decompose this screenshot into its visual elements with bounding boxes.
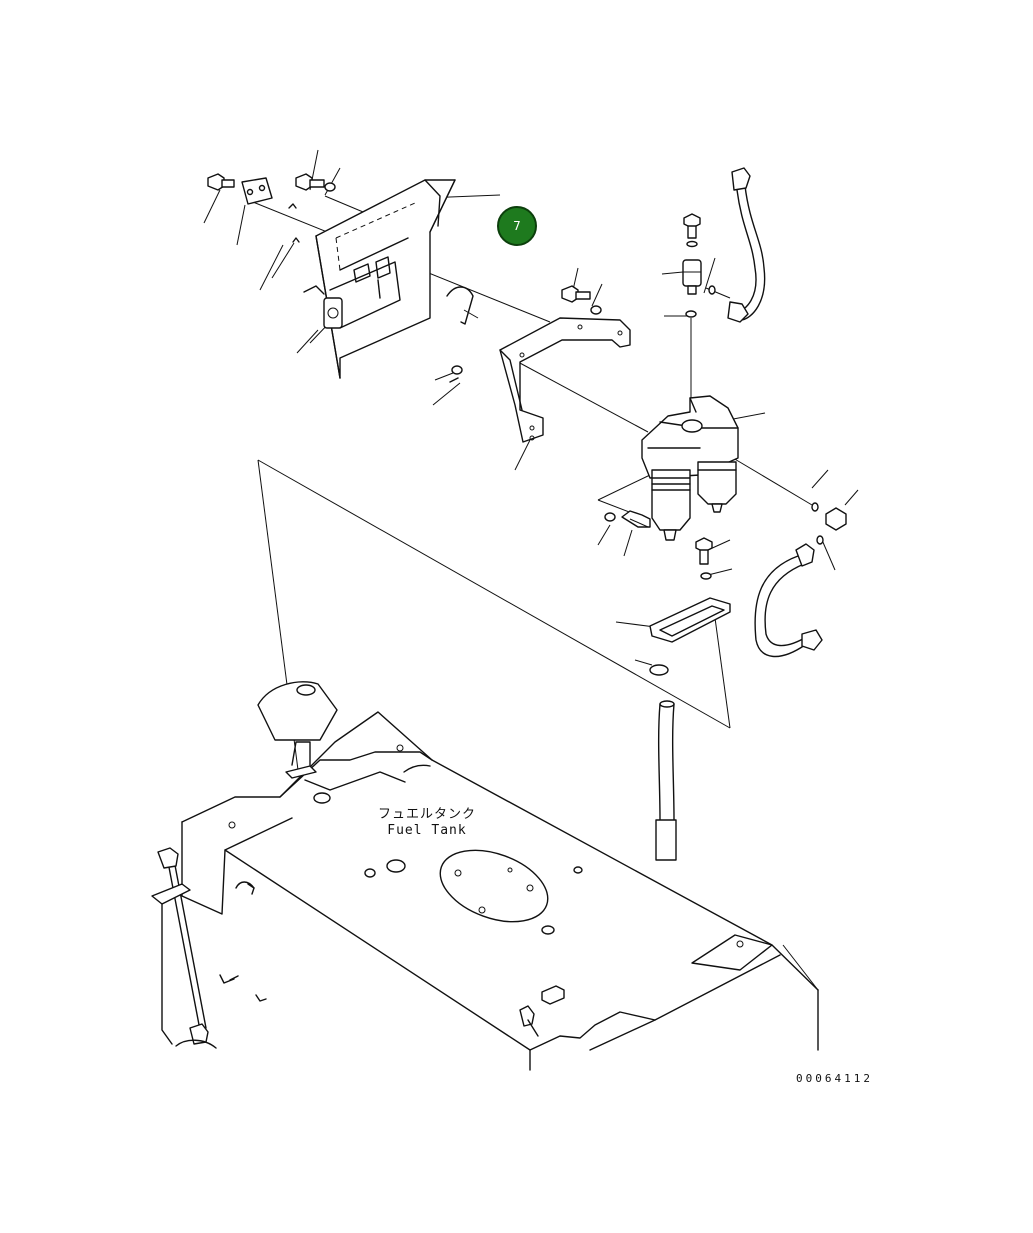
filter-tray — [650, 538, 730, 642]
filter-fittings — [683, 214, 846, 544]
page-callout-badge[interactable]: 7 — [497, 206, 537, 246]
filter-shroud — [304, 180, 455, 378]
fuel-level-sender — [152, 848, 538, 1048]
fuel-tank-label-english: Fuel Tank — [387, 823, 467, 838]
fuel-filter-assembly — [605, 396, 738, 540]
mounting-bracket — [500, 286, 630, 442]
upper-fasteners — [208, 174, 473, 382]
leader-lines — [204, 150, 858, 665]
fuel-hoses — [650, 168, 822, 860]
fuel-tank — [182, 682, 818, 1070]
drawing-number: 00064112 — [796, 1072, 873, 1085]
fuel-tank-label-japanese: フュエルタンク — [377, 807, 476, 822]
